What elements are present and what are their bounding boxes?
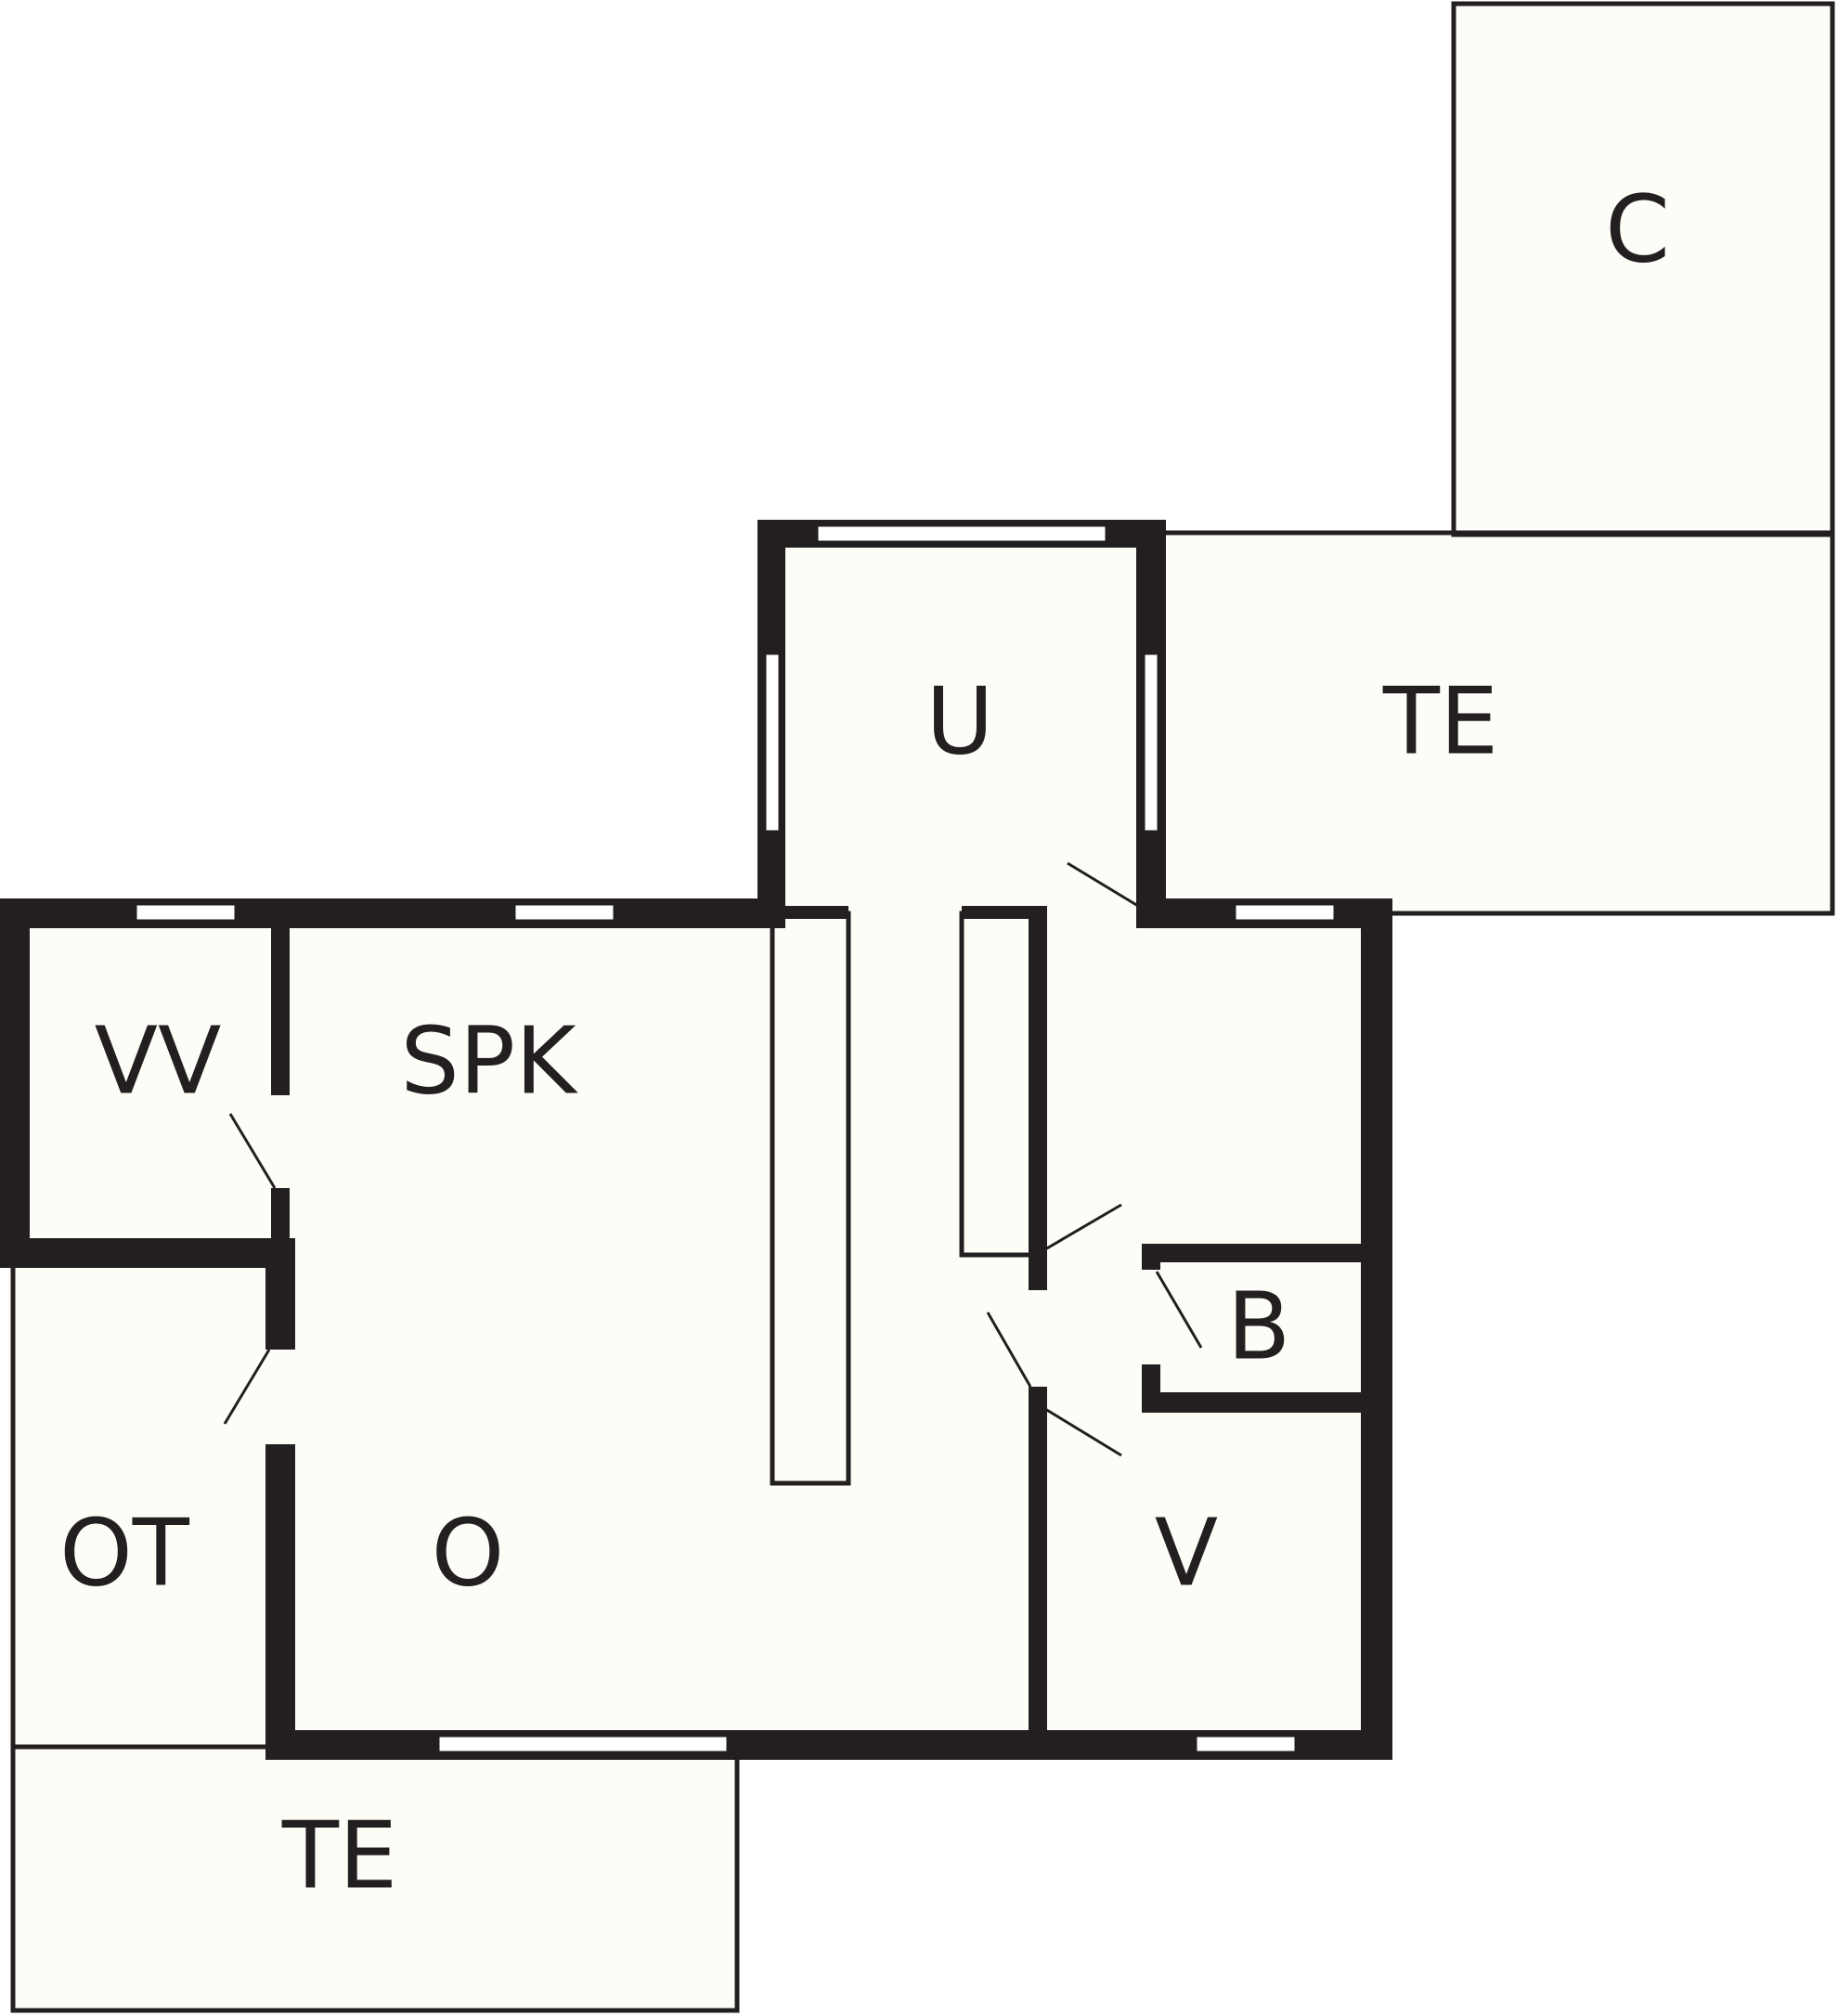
- room-label-ot: OT: [59, 1498, 190, 1607]
- wall-hall-left-upper: [1029, 906, 1047, 1290]
- door-hall-leaf-lower[interactable]: [986, 1312, 1032, 1388]
- room-label-te-upper: TE: [1382, 666, 1498, 775]
- wall-b-left-upper: [1142, 1244, 1160, 1270]
- room-label-v: V: [1155, 1498, 1218, 1607]
- wall-top-mid: [785, 906, 848, 919]
- door-b-leaf[interactable]: [1155, 1271, 1203, 1349]
- wall-top-mid-right: [962, 906, 1047, 919]
- room-label-vv: VV: [95, 1006, 222, 1115]
- wall-hall-left-stub1: [1029, 1260, 1047, 1290]
- wall-b-bottom: [1142, 1392, 1378, 1413]
- window-vv-top: [134, 902, 238, 923]
- room-te-lower-outline: [10, 1747, 740, 2013]
- door-ot-leaf[interactable]: [223, 1349, 271, 1425]
- room-label-te-lower: TE: [281, 1801, 397, 1909]
- wall-ot-upper: [265, 1238, 295, 1350]
- door-vv-leaf[interactable]: [228, 1113, 277, 1189]
- window-hall-top: [1233, 902, 1337, 923]
- room-te-lower-floor: [13, 1745, 737, 2012]
- door-hall-leaf-upper[interactable]: [1044, 1203, 1122, 1251]
- windows: [134, 523, 1337, 1754]
- window-u-left: [763, 652, 782, 834]
- door-gap-ot: [265, 1350, 295, 1444]
- door-gap-b: [1142, 1270, 1160, 1364]
- walls: [0, 520, 1392, 1760]
- wall-b-left-lower: [1142, 1364, 1160, 1413]
- wall-vv-right-lower: [271, 1188, 290, 1253]
- wall-left-vv: [0, 898, 30, 1266]
- door-gap-hall: [1029, 1290, 1047, 1387]
- room-te-upper-floor: [1155, 535, 1832, 915]
- wall-right: [1361, 898, 1392, 1760]
- wall-b-top: [1142, 1244, 1378, 1262]
- window-u-right: [1142, 652, 1160, 834]
- wall-hall-left-lower: [1029, 1387, 1047, 1745]
- doors: [223, 861, 1203, 1457]
- window-o-bottom: [436, 1734, 730, 1754]
- window-u-top: [815, 523, 1108, 544]
- room-label-u: U: [925, 666, 993, 775]
- room-labels: C U TE VV SPK B OT O V TE: [59, 174, 1670, 1909]
- room-label-c: C: [1605, 174, 1670, 283]
- wall-vv-right-upper: [271, 913, 290, 1095]
- wall-top-left: [0, 898, 785, 928]
- room-label-o: O: [432, 1498, 505, 1607]
- door-v-leaf[interactable]: [1044, 1407, 1122, 1457]
- door-gap-vv: [271, 1095, 290, 1188]
- window-spk-top: [512, 902, 616, 923]
- wall-ot-lower: [265, 1444, 295, 1745]
- door-u-leaf[interactable]: [1067, 861, 1139, 908]
- window-v-bottom: [1194, 1734, 1298, 1754]
- room-label-b: B: [1227, 1272, 1291, 1380]
- door-gap-u: [1047, 908, 1136, 923]
- wall-vv-bottom: [0, 1238, 295, 1268]
- room-u-floor: [770, 533, 1155, 915]
- room-c-floor: [1454, 4, 1832, 535]
- room-label-spk: SPK: [400, 1006, 578, 1115]
